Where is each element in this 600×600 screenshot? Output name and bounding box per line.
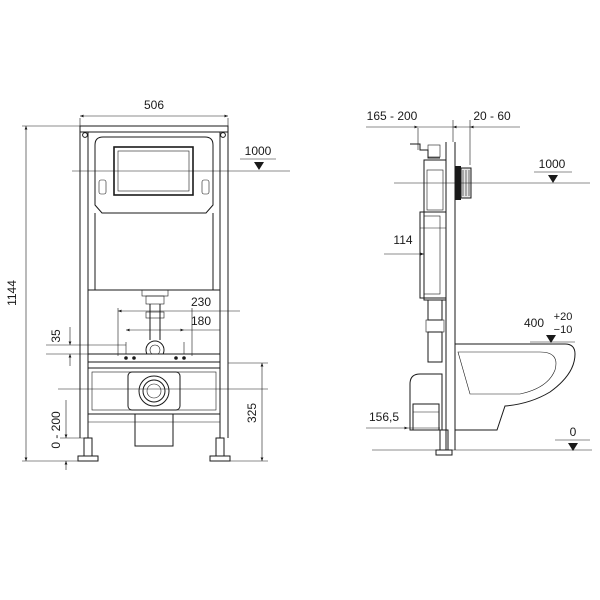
bowl-mounting-bar <box>87 342 221 363</box>
dim-drain-spacing <box>117 308 240 356</box>
side-actuator-label: 1000 <box>539 157 566 171</box>
dim-bolt-offset <box>46 327 126 366</box>
side-foot <box>439 429 449 451</box>
spacing-inner-label: 180 <box>191 314 211 328</box>
bowl-tol-minus: −10 <box>554 324 573 336</box>
drain-block <box>134 413 174 447</box>
depth-range-label: 165 - 200 <box>367 109 418 123</box>
side-cistern <box>419 159 447 301</box>
dim-leg-adjust <box>60 400 84 470</box>
inlet-label: 114 <box>393 233 412 247</box>
floor-label: 0 <box>570 425 577 439</box>
bowl-tol-plus: +20 <box>554 311 573 323</box>
wc-bowl <box>454 343 576 431</box>
front-actuator-label: 1000 <box>245 144 272 158</box>
waste-outlet <box>87 367 221 415</box>
dim-side-actuator-level <box>394 171 590 184</box>
cistern <box>94 136 214 290</box>
outlet-offset-label: 156,5 <box>369 410 399 424</box>
dim-actuator-level <box>72 158 290 172</box>
side-view: 0 165 - 200 20 - 60 1000 114 400 +20 − <box>366 109 592 456</box>
dim-outlet-height <box>58 362 268 462</box>
flush-pipe <box>141 289 169 360</box>
wall-range-label: 20 - 60 <box>473 109 511 123</box>
bolt-offset-label: 35 <box>49 329 63 343</box>
bowl-height-label: 400 <box>524 316 544 330</box>
front-view: 506 1144 1000 230 180 <box>5 98 290 470</box>
dim-height <box>22 125 80 462</box>
dim-bowl-height <box>530 335 575 343</box>
spacing-outer-label: 230 <box>191 295 211 309</box>
dim-width <box>79 114 229 126</box>
height-label: 1144 <box>5 280 19 306</box>
side-foot-plate <box>435 449 453 456</box>
outlet-height-label: 325 <box>245 403 259 423</box>
leg-adjust-label: 0 - 200 <box>49 411 63 449</box>
side-pipework <box>409 299 445 431</box>
floor-level <box>372 439 592 451</box>
width-label: 506 <box>144 98 164 112</box>
frame-feet <box>77 437 231 462</box>
